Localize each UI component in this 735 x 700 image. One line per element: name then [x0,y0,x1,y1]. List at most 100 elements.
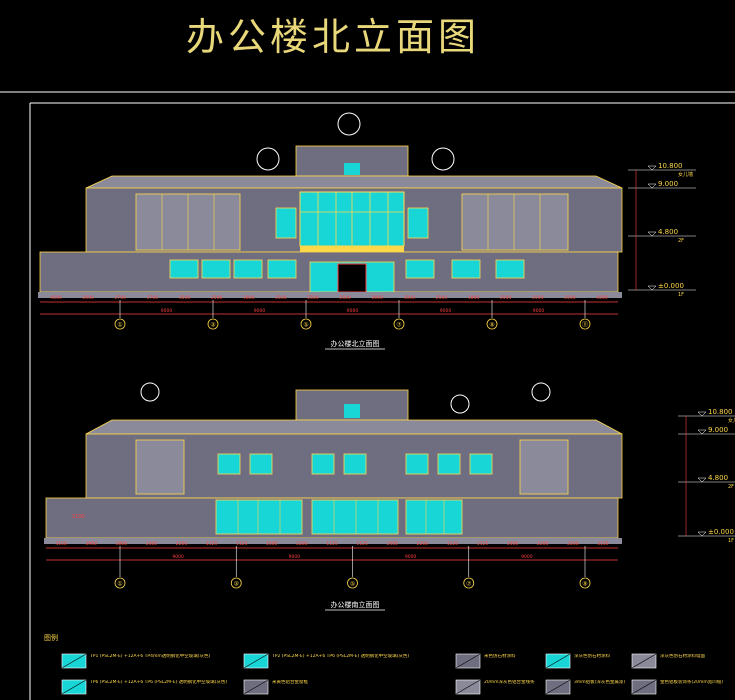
caption-1: 办公楼北立面图 [331,339,380,348]
legend: TP1 (PSL2M-E) +12A+6 TP4mm透明钢化中空玻璃(灰色) TP… [61,653,724,695]
e1-axis-label: ⑦ [396,322,402,329]
e2-axis-dim: 9000 [172,554,184,560]
left-dim-2: 2100 [72,514,85,520]
e2-dim-text: 1125 [206,541,218,547]
e1-dim-text: 2500 [436,295,448,301]
e1-axis-label: ③ [210,322,215,329]
legend-label-box: 3mm铝板(深灰色金属漆) [574,680,625,685]
legend-label: 金色铝板装饰条(20mm宽凹缝) [660,680,724,685]
e1-axis-dim: 9000 [440,308,452,314]
e1-dim-text: 3700 [147,295,159,301]
e1-axis-label: ⑨ [489,322,494,329]
e2-axis-label: ⑨ [582,581,587,588]
e2-dim-text: 2400 [507,541,519,547]
ground-glass-2 [215,499,463,535]
e1-dim-text: 4500 [50,295,62,301]
ground-windows [169,259,525,279]
legend-title: 图例 [44,633,58,642]
roof-eave [85,175,623,189]
legend-label-box: TP6 (PSL2M-E) +12A+6 TP6 (PSL2M-E) 透明钢化中… [90,680,228,685]
e1-level-value: 4.800 [658,228,678,236]
e2-level-floor: 1F [728,538,734,544]
legend-label: 深灰色仿石材涂料 [574,654,610,659]
e2-dim-text: 2200 [567,541,579,547]
e1-axis-bubble [579,318,591,330]
e2-dim-text: 2200 [176,541,188,547]
legend-label: 20mm深灰色铝合金线条 [484,680,535,685]
e1-level-value: ±0.000 [658,282,684,290]
e1-level-marker [647,183,657,189]
e2-axis-dim: 9000 [289,554,301,560]
e2-axis-bubble [347,577,358,589]
e1-axis-bubble [486,318,498,330]
penthouse-2-window [344,404,360,418]
legend-label: 米色仿石材涂料 [484,654,516,659]
e2-level-marker [697,429,707,435]
e1-axis-label: ⑪ [582,321,588,329]
e1-level-value: 10.800 [658,162,683,170]
e1-axis-dim: 9000 [161,308,173,314]
e1-dim-text: 2500 [500,295,512,301]
legend-label: 米黄色铝合金窗框 [272,680,308,685]
legend-label: TP2 (PSL2M-E) +12A+6 TP6 (PSL2M-E) 透明钢化中… [272,654,410,659]
e1-axis-bubble [114,318,126,330]
roof-eave-2 [85,419,623,435]
e2-axis-dim: 9000 [521,554,533,560]
legend-label-box: TP1 (PSL2M-E) +12A+6 TP4mm透明钢化中空玻璃(灰色) [90,654,210,659]
e1-axis-bubble [300,318,312,330]
curtain-wall-mullions [300,192,404,246]
legend-swatch-hatch [61,653,87,669]
e1-axis-bubble [207,318,219,330]
penthouse-window [344,163,360,175]
e2-dim-text: 2400 [146,541,158,547]
e2-level-marker [697,531,707,537]
plinth [38,292,622,298]
e2-axis-label: ⑤ [350,581,355,588]
e1-dim-text: 1800 [243,295,255,301]
upper-windows-2 [217,453,493,475]
e2-level-value: 10.800 [708,408,733,416]
e2-dim-text: 1125 [447,541,459,547]
upper-panels-2 [135,439,569,495]
e1-level-marker [647,165,657,171]
e2-dim-text: 1800 [116,541,128,547]
caption-2: 办公楼南立面图 [331,600,380,609]
e1-axis-label: ⑤ [303,322,308,329]
e2-level-value: 4.800 [708,474,728,482]
legend-label-box: 深灰色仿石材涂料 [574,654,610,659]
e2-axis-bubble [230,577,242,589]
e1-dim-text: 1800 [468,295,480,301]
e2-level-marker [697,477,707,483]
e2-dim-text: 1125 [236,541,248,547]
e1-dim-text: 2500 [564,295,576,301]
legend-swatch-hatch [243,653,269,669]
e1-level-marker [647,285,657,291]
e1-dim-text: 2600 [371,295,383,301]
legend-swatch-hatch [243,679,269,695]
e2-dim-text: 2400 [266,541,278,547]
e1-dim-text: 2600 [82,295,94,301]
e1-level-floor: 1F [678,292,684,298]
e2-level-floor: 女儿墙 [728,417,735,424]
e1-level-floor: 2F [678,238,684,244]
callout-circles-2 [140,382,551,414]
e1-dim-text: 4500 [596,295,608,301]
e1-axis-dim: 9000 [347,308,359,314]
legend-label-box: 20mm深灰色铝合金线条 [484,680,535,685]
e1-axis-label: ① [117,322,122,329]
legend-label: TP6 (PSL2M-E) +12A+6 TP6 (PSL2M-E) 透明钢化中… [90,680,228,685]
e2-axis-label: ⑦ [466,581,472,588]
legend-label-box: 米色仿石材涂料 [484,654,516,659]
e2-dim-text: 3150 [597,541,609,547]
callout-circles [256,112,455,171]
e1-dim-text: 2500 [211,295,223,301]
e1-dim-text: 3500 [179,295,191,301]
e2-dim-text: 1125 [356,541,368,547]
